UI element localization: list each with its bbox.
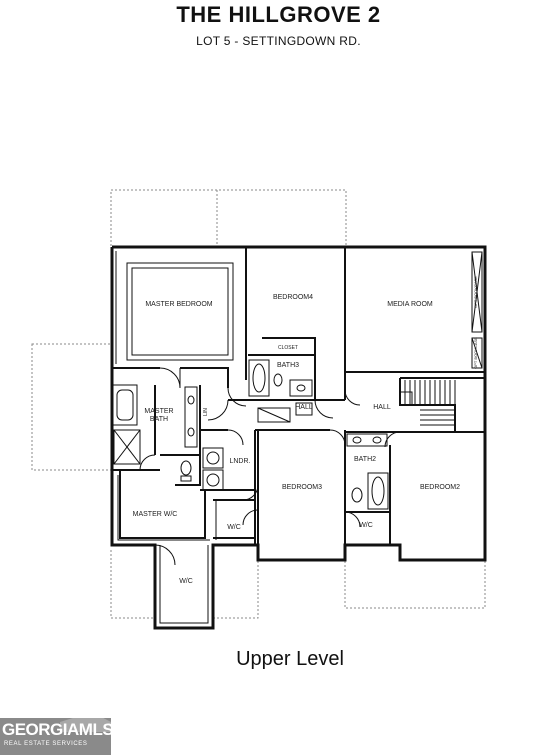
plan-subtitle: LOT 5 - SETTINGDOWN RD. — [196, 34, 361, 48]
room-label-opt-bookcase-top: OPT BOOKCASE — [473, 276, 478, 308]
room-label-media-room: MEDIA ROOM — [387, 301, 433, 308]
room-label-bedroom3: BEDROOM3 — [282, 484, 322, 491]
room-label-wic-lower: W/C — [179, 578, 193, 585]
plan-title: THE HILLGROVE 2 — [176, 2, 381, 27]
room-label-hall-left: HALL — [295, 404, 313, 411]
exterior-walls — [110, 245, 487, 630]
room-label-hall-right: HALL — [373, 404, 391, 411]
stairs — [400, 380, 456, 426]
room-label-closet: CLOSET — [278, 345, 298, 351]
room-label-laundry: LNDR. — [229, 458, 250, 465]
inner-outlines — [115, 251, 234, 624]
room-label-master-bath-2: BATH — [150, 416, 168, 423]
fixtures — [112, 251, 483, 510]
room-label-opt-bookcase-bottom: OPT BOOKCASE — [473, 337, 478, 369]
georgia-mls-logo: GEORGIAMLS REAL ESTATE SERVICES — [0, 718, 114, 755]
room-label-wic-right: W/C — [359, 522, 373, 529]
room-label-master-bedroom: MASTER BEDROOM — [145, 301, 212, 308]
room-label-bath3: BATH3 — [277, 362, 299, 369]
room-label-bedroom2: BEDROOM2 — [420, 484, 460, 491]
logo-roof-icon — [60, 718, 111, 732]
logo-text: GEORGIAMLS — [2, 720, 114, 739]
room-label-wic-left: W/C — [227, 524, 241, 531]
level-label: Upper Level — [236, 648, 344, 670]
interior-walls — [112, 247, 485, 545]
door-swings — [139, 367, 401, 566]
room-label-master-bath: MASTER — [144, 408, 173, 415]
logo-subtext: REAL ESTATE SERVICES — [4, 741, 88, 747]
room-label-linen: LIN — [203, 408, 209, 416]
room-label-master-wic: MASTER W/C — [133, 511, 178, 518]
room-label-bedroom4: BEDROOM4 — [273, 294, 313, 301]
room-label-bath2: BATH2 — [354, 456, 376, 463]
